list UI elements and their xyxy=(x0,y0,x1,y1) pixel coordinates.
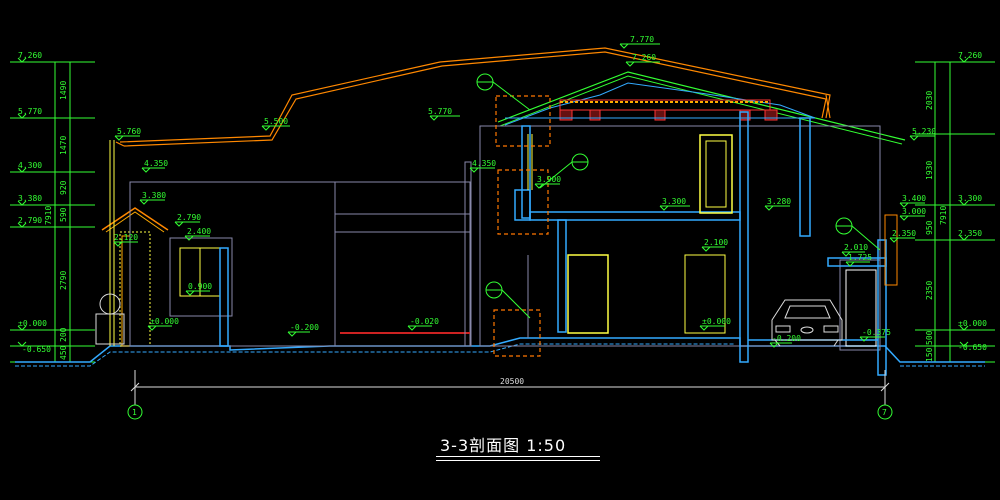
title-underline xyxy=(436,456,600,457)
left-elev-4300: 4.300 xyxy=(18,161,42,170)
left-elev-7260: 7.260 xyxy=(18,51,42,60)
svg-text:1490: 1490 xyxy=(59,81,68,100)
svg-text:1930: 1930 xyxy=(925,161,934,180)
svg-text:7.770: 7.770 xyxy=(630,35,654,44)
elevation-labels: 7.770 7.260 5.770 5.500 5.760 5.230 4.35… xyxy=(114,35,936,343)
detail-boxes xyxy=(493,95,551,357)
right-elev-3300: 3.300 xyxy=(958,194,982,203)
drawing-title: 3-3剖面图 1:50 xyxy=(440,436,567,455)
svg-text:5.500: 5.500 xyxy=(264,117,288,126)
svg-text:5.760: 5.760 xyxy=(117,127,141,136)
right-elev-0000: ±0.000 xyxy=(958,319,987,328)
front-roof xyxy=(497,71,906,145)
svg-text:2350: 2350 xyxy=(925,281,934,300)
title-underline-2 xyxy=(436,460,600,461)
left-elev-2790: 2.790 xyxy=(18,216,42,225)
svg-text:±0.000: ±0.000 xyxy=(702,317,731,326)
svg-text:-0.020: -0.020 xyxy=(410,317,439,326)
axis-bubble-right: 7 xyxy=(877,404,893,420)
svg-text:920: 920 xyxy=(59,180,68,195)
svg-text:5.230: 5.230 xyxy=(912,127,936,136)
svg-text:4.350: 4.350 xyxy=(144,159,168,168)
svg-text:-0.200: -0.200 xyxy=(772,334,801,343)
svg-text:7910: 7910 xyxy=(939,206,948,225)
left-elev-m0650: -0.650 xyxy=(22,345,51,354)
right-elev-7260: 7.260 xyxy=(958,51,982,60)
svg-text:2.400: 2.400 xyxy=(187,227,211,236)
right-dimension-segments: 2030 1930 950 2350 500 150 7910 xyxy=(925,91,948,362)
svg-text:4.350: 4.350 xyxy=(472,159,496,168)
svg-text:950: 950 xyxy=(925,220,934,235)
svg-text:0.900: 0.900 xyxy=(188,282,212,291)
svg-text:150: 150 xyxy=(925,347,934,362)
axis-bubble-left: 1 xyxy=(127,404,143,420)
svg-text:-0.200: -0.200 xyxy=(290,323,319,332)
overall-dimension xyxy=(130,370,890,405)
elevation-markers xyxy=(113,43,935,348)
svg-text:2.790: 2.790 xyxy=(177,213,201,222)
svg-text:3.280: 3.280 xyxy=(767,197,791,206)
svg-text:7910: 7910 xyxy=(44,206,53,225)
left-elev-3380: 3.380 xyxy=(18,194,42,203)
background-roof-outline xyxy=(115,47,831,147)
svg-text:3.900: 3.900 xyxy=(537,175,561,184)
main-house xyxy=(479,111,898,376)
left-wing xyxy=(129,161,472,347)
svg-text:±0.000: ±0.000 xyxy=(150,317,179,326)
svg-text:500: 500 xyxy=(925,330,934,345)
svg-text:2.120: 2.120 xyxy=(114,233,138,242)
left-elev-0000: ±0.000 xyxy=(18,319,47,328)
svg-text:5.770: 5.770 xyxy=(428,107,452,116)
right-elev-m0650: -0.650 xyxy=(958,343,987,352)
svg-text:3.400: 3.400 xyxy=(902,194,926,203)
svg-text:3.000: 3.000 xyxy=(902,207,926,216)
svg-text:2.350: 2.350 xyxy=(892,229,916,238)
svg-text:7: 7 xyxy=(882,408,887,417)
svg-text:2030: 2030 xyxy=(925,91,934,110)
overall-dim-text: 20500 xyxy=(500,377,524,386)
car-icon xyxy=(771,299,843,347)
svg-text:3.300: 3.300 xyxy=(662,197,686,206)
svg-text:590: 590 xyxy=(59,207,68,222)
svg-text:2790: 2790 xyxy=(59,271,68,290)
svg-text:3.380: 3.380 xyxy=(142,191,166,200)
right-dimension-column xyxy=(915,57,995,363)
svg-text:1470: 1470 xyxy=(59,136,68,155)
svg-text:7.260: 7.260 xyxy=(632,53,656,62)
left-dimension-segments: 1490 1470 920 590 2790 200 450 7910 xyxy=(44,81,68,360)
svg-text:2.010: 2.010 xyxy=(844,243,868,252)
svg-text:1: 1 xyxy=(132,408,137,417)
svg-text:450: 450 xyxy=(59,345,68,360)
svg-text:-0.375: -0.375 xyxy=(862,328,891,337)
left-elev-5770: 5.770 xyxy=(18,107,42,116)
svg-text:200: 200 xyxy=(59,327,68,342)
svg-text:2.100: 2.100 xyxy=(704,238,728,247)
detail-callouts xyxy=(476,73,881,319)
right-elev-2350: 2.350 xyxy=(958,229,982,238)
svg-text:1.725: 1.725 xyxy=(848,253,872,262)
left-dimension-column xyxy=(10,57,95,363)
gate-pavilion xyxy=(95,140,169,347)
